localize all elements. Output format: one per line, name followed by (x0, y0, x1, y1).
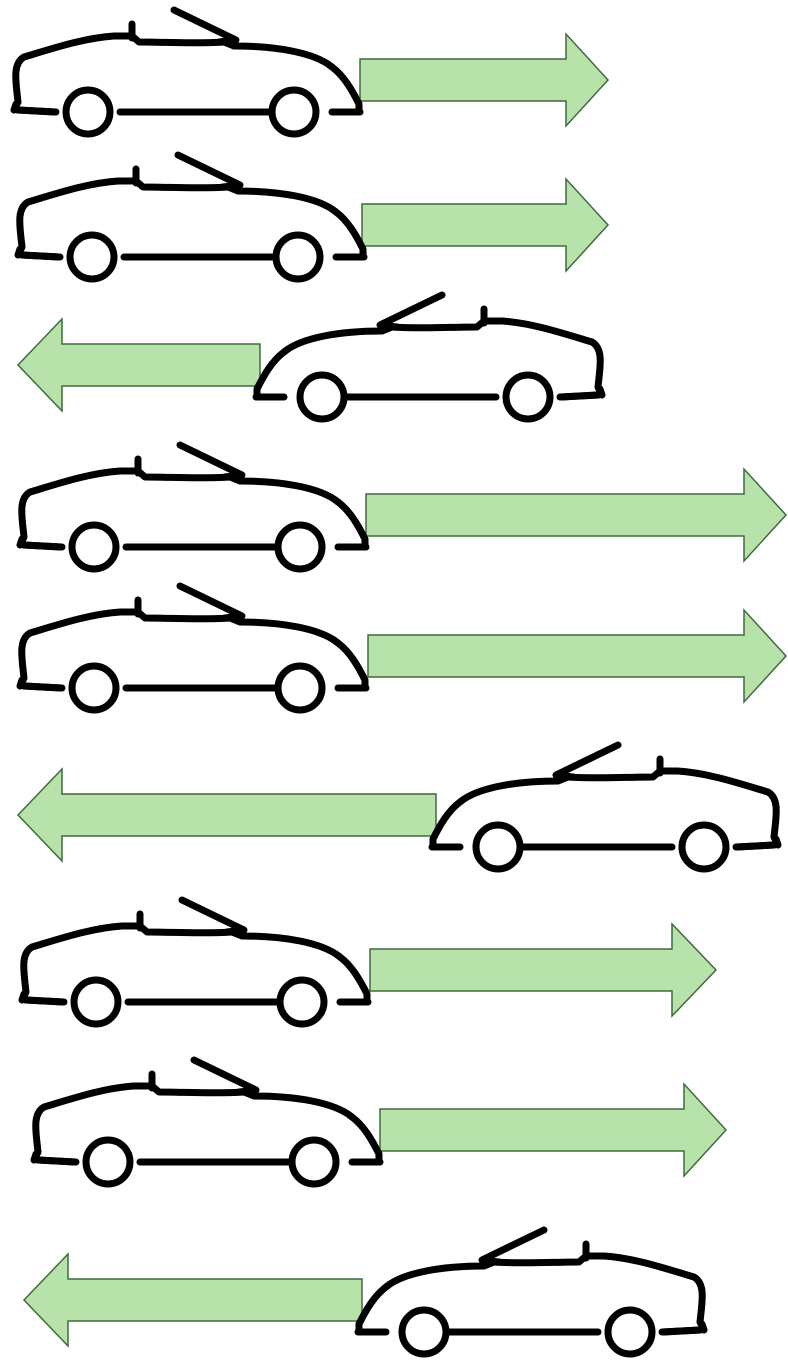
rear-wheel (502, 371, 554, 423)
velocity-arrow-4 (365, 467, 788, 563)
front-wheel (272, 231, 324, 283)
velocity-arrow-6 (16, 767, 437, 863)
car-underside (20, 682, 370, 692)
car-1 (10, 6, 364, 138)
car-7 (18, 896, 372, 1028)
rear-wheel (62, 86, 114, 138)
car-6 (428, 741, 782, 873)
car-5 (16, 582, 370, 714)
velocity-arrow-1 (359, 32, 610, 128)
car-underside (20, 541, 370, 551)
velocity-arrow-5 (367, 608, 788, 704)
car-underside (354, 1326, 704, 1336)
velocity-arrow-7 (369, 922, 718, 1018)
velocity-arrow-8 (379, 1082, 728, 1178)
car-3 (252, 291, 606, 423)
car-underside (22, 996, 372, 1006)
windshield (478, 1226, 548, 1266)
windshield (170, 6, 240, 46)
velocity-arrow-9 (22, 1252, 363, 1348)
car-underside (14, 106, 364, 116)
front-wheel (472, 821, 524, 873)
rear-wheel (82, 1136, 134, 1188)
rear-wheel (70, 976, 122, 1028)
rear-wheel (68, 662, 120, 714)
rear-wheel (66, 231, 118, 283)
windshield (178, 896, 248, 936)
car-9 (354, 1226, 708, 1358)
velocity-arrow-2 (361, 177, 610, 273)
windshield (174, 151, 244, 191)
front-wheel (274, 662, 326, 714)
car-underside (34, 1156, 384, 1166)
front-wheel (398, 1306, 450, 1358)
windshield (190, 1056, 260, 1096)
rear-wheel (68, 521, 120, 573)
car-underside (428, 841, 778, 851)
velocity-arrow-3 (16, 317, 261, 413)
front-wheel (296, 371, 348, 423)
front-wheel (274, 521, 326, 573)
car-2 (14, 151, 368, 283)
car-underside (18, 251, 368, 261)
front-wheel (288, 1136, 340, 1188)
windshield (176, 441, 246, 481)
windshield (176, 582, 246, 622)
rear-wheel (678, 821, 730, 873)
front-wheel (268, 86, 320, 138)
front-wheel (276, 976, 328, 1028)
rear-wheel (604, 1306, 656, 1358)
car-underside (252, 391, 602, 401)
windshield (552, 741, 622, 781)
car-4 (16, 441, 370, 573)
windshield (376, 291, 446, 331)
car-8 (30, 1056, 384, 1188)
